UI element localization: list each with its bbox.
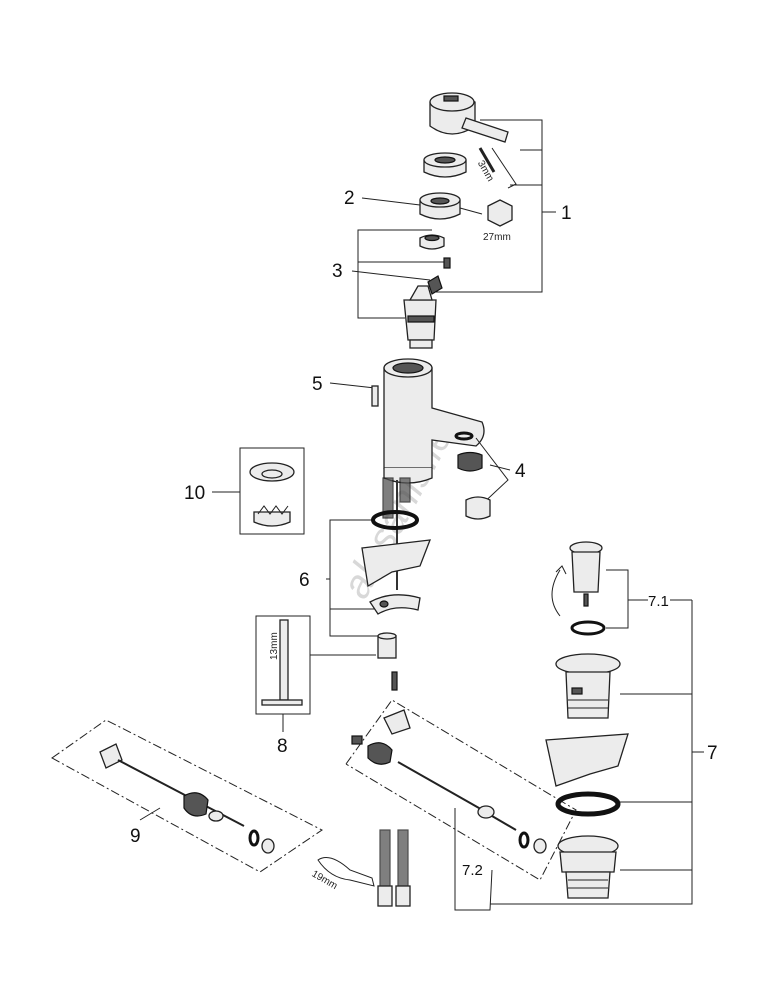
part-mounting-set: 6	[299, 510, 431, 659]
part-supply-hoses: 19mm	[310, 829, 411, 907]
part-tool-box: 8 13mm	[255, 615, 376, 757]
callout-3: 3	[332, 261, 343, 282]
callout-7: 7	[707, 743, 718, 764]
part-hex-nut: 2 27mm	[344, 188, 513, 243]
dim-27mm: 27mm	[483, 232, 511, 243]
callout-1: 1	[561, 203, 572, 224]
callout-8: 8	[277, 736, 288, 757]
callout-6: 6	[299, 570, 310, 591]
dim-3mm: 3mm	[475, 159, 496, 184]
callout-4: 4	[515, 461, 526, 482]
callout-2: 2	[344, 188, 355, 209]
callout-5: 5	[312, 374, 323, 395]
callout-10: 10	[184, 483, 205, 504]
dim-19mm: 19mm	[310, 869, 340, 892]
part-seal-set: 10	[184, 447, 305, 535]
part-waste-assembly: 7.1 7	[490, 541, 718, 905]
part-faucet-body: 5	[312, 358, 485, 590]
part-popup-rod: 7.2	[345, 671, 577, 911]
part-aerator: 4	[454, 431, 526, 520]
callout-7-2: 7.2	[462, 862, 483, 879]
part-handle-group: 1 3mm	[423, 92, 572, 293]
callout-7-1: 7.1	[648, 593, 669, 610]
callout-9: 9	[130, 826, 141, 847]
dim-13mm: 13mm	[269, 632, 280, 660]
part-rod-set: 9	[51, 719, 323, 873]
part-cartridge-group: 3	[332, 229, 451, 349]
